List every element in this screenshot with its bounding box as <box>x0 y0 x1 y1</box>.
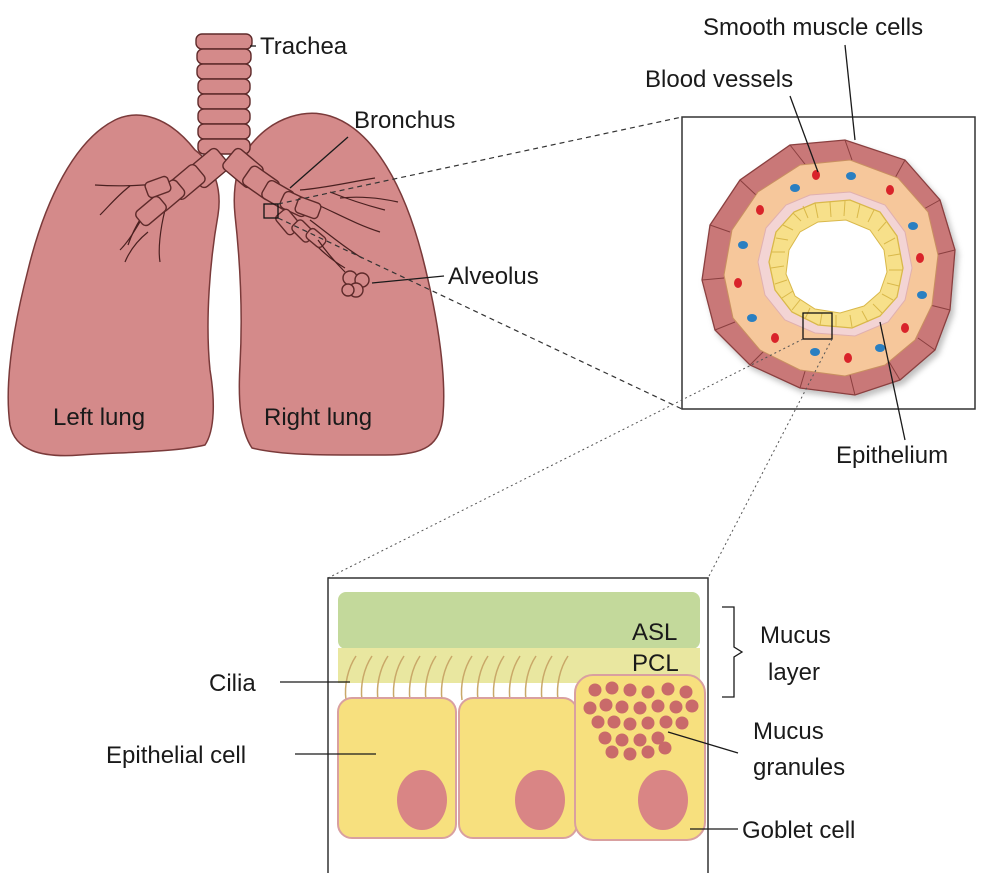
label-smooth-muscle-cells: Smooth muscle cells <box>703 14 923 41</box>
mucus-layer-brace <box>722 607 742 697</box>
label-epithelium: Epithelium <box>836 442 948 469</box>
label-cilia: Cilia <box>209 670 256 697</box>
label-right-lung: Right lung <box>264 404 372 431</box>
label-asl: ASL <box>632 619 677 646</box>
label-pcl: PCL <box>632 650 679 677</box>
label-mucus-layer-1: Mucus <box>760 622 831 649</box>
trachea <box>196 34 252 154</box>
nucleus <box>397 770 447 830</box>
goblet-cell <box>575 675 705 840</box>
label-mucus-granules-1: Mucus <box>753 718 824 745</box>
label-left-lung: Left lung <box>53 404 145 431</box>
label-bronchus: Bronchus <box>354 107 455 134</box>
nucleus <box>515 770 565 830</box>
label-goblet-cell: Goblet cell <box>742 817 855 844</box>
label-trachea: Trachea <box>260 33 348 60</box>
lumen <box>786 220 887 313</box>
label-epithelial-cell: Epithelial cell <box>106 742 246 769</box>
label-mucus-layer-2: layer <box>768 659 820 686</box>
label-alveolus: Alveolus <box>448 263 539 290</box>
nucleus <box>638 770 688 830</box>
label-blood-vessels: Blood vessels <box>645 66 793 93</box>
label-mucus-granules-2: granules <box>753 754 845 781</box>
